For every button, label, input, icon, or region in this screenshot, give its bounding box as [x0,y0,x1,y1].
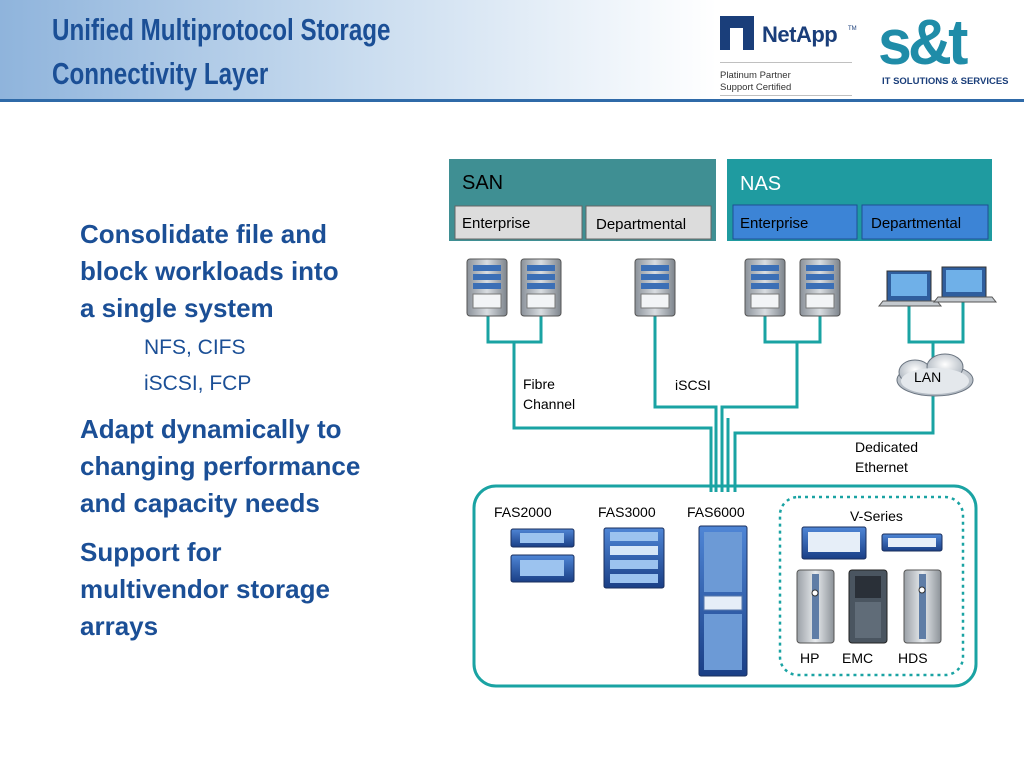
ethernet-label: Ethernet [855,459,908,475]
server-icon [466,258,508,317]
fibre-channel-line [486,316,713,492]
nas-departmental-label: Departmental [871,215,961,232]
slide-title: Unified Multiprotocol Storage Connectivi… [52,8,395,96]
hds-array-icon [903,569,942,644]
netapp-divider-bottom [720,95,852,96]
san-enterprise-label: Enterprise [462,215,530,232]
bullet-adapt-line-2: changing performance [80,451,361,481]
fas6000-storage-icon [698,525,748,677]
bullet-consolidate-line-2: block workloads into [80,256,339,286]
sub-bullet-iscsi-fcp: iSCSI, FCP [144,372,252,395]
nas-label: NAS [740,173,781,195]
dedicated-ethernet-line [733,396,935,492]
emc-label: EMC [842,650,873,666]
fas3000-label: FAS3000 [598,504,656,520]
netapp-support-line: Support Certified [720,82,792,93]
lan-line [907,302,935,362]
header-band [0,0,1024,100]
vseries-container [778,495,965,677]
title-line-1: Unified Multiprotocol Storage [52,12,391,47]
fas2000-label: FAS2000 [494,504,552,520]
san-label: SAN [462,172,503,194]
bullet-multivendor-line-1: Support for [80,537,222,567]
st-logo-mark: s&t [878,6,968,78]
workstation-icon [877,270,943,307]
iscsi-label: iSCSI [675,377,711,393]
nas-enterprise-label: Enterprise [740,215,808,232]
san-departmental-label: Departmental [596,216,686,233]
bullet-consolidate-line-1: Consolidate file and [80,219,328,249]
lan-label: LAN [914,369,941,385]
title-line-2: Connectivity Layer [52,56,269,91]
vseries-label: V-Series [850,508,903,524]
fas6000-label: FAS6000 [687,504,745,520]
server-icon [520,258,562,317]
netapp-trademark: TM [848,26,857,32]
storage-container [472,484,978,688]
bullet-consolidate-line-3: a single system [80,293,274,323]
dedicated-label: Dedicated [855,439,918,455]
bullet-adapt-line-1: Adapt dynamically to [80,414,342,444]
fas3000-storage-icon [603,527,665,589]
hp-array-icon [796,569,835,644]
st-logo-subtitle: IT SOLUTIONS & SERVICES [882,76,1009,87]
iscsi-line-dept [653,316,718,492]
hds-label: HDS [898,650,928,666]
netapp-logo-icon [720,16,754,50]
header-rule [0,99,1024,102]
connection-lines [486,302,965,492]
nas-box: NAS Enterprise Departmental [727,159,992,241]
server-icon [634,258,676,317]
lan-cloud-icon: LAN [896,353,974,397]
san-box: SAN Enterprise Departmental [449,159,716,241]
netapp-partner-logo: NetApp TM Platinum Partner Support Certi… [718,14,857,98]
server-icon [744,258,786,317]
emc-array-icon [848,569,888,644]
channel-label: Channel [523,396,575,412]
vseries-gateway-icon [801,526,943,560]
fas2000-storage-icon [510,528,575,583]
netapp-partner-line: Platinum Partner [720,70,791,81]
sub-bullet-nfs-cifs: NFS, CIFS [144,336,246,359]
bullet-list: Consolidate file and block workloads int… [80,216,430,645]
st-logo: s&t IT SOLUTIONS & SERVICES [872,6,1012,92]
netapp-name: NetApp [762,22,838,47]
hp-label: HP [800,650,819,666]
server-icon [799,258,841,317]
netapp-divider [720,62,852,63]
workstation-icon [932,266,998,303]
bullet-adapt-line-3: and capacity needs [80,488,320,518]
bullet-multivendor-line-3: arrays [80,611,159,641]
fibre-label: Fibre [523,376,555,392]
iscsi-line-enterprise [720,316,799,492]
bullet-multivendor-line-2: multivendor storage [80,574,330,604]
